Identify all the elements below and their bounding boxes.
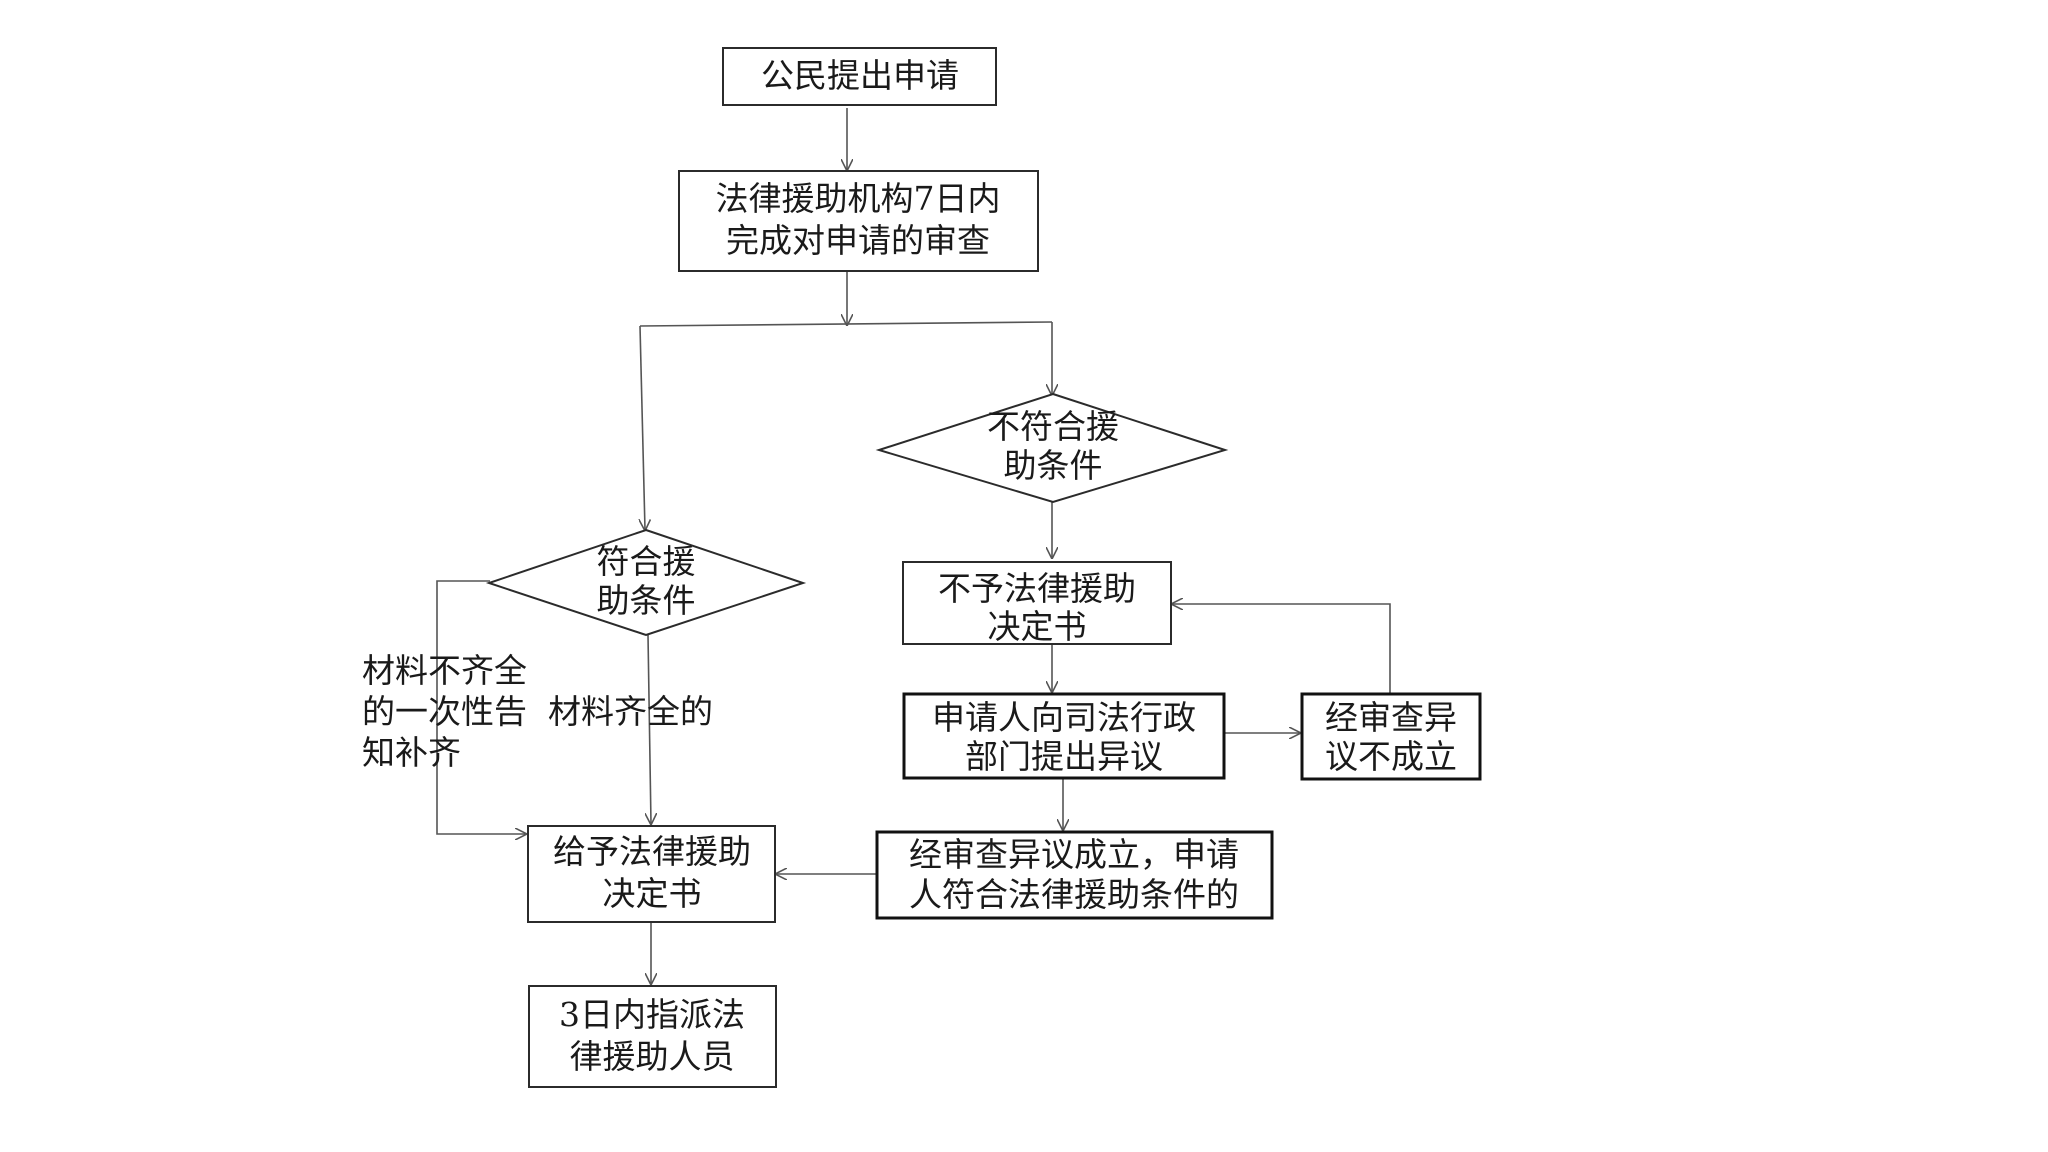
edge-eligible-complete-to-grant (648, 634, 651, 824)
node-assign: 3日内指派法 律援助人员 (528, 985, 777, 1088)
svg-text:助条件: 助条件 (597, 581, 696, 620)
svg-text:3日内指派法: 3日内指派法 (559, 995, 745, 1034)
svg-text:经审查异: 经审查异 (1325, 698, 1457, 737)
svg-text:材料不齐全: 材料不齐全 (362, 651, 527, 690)
svg-text:决定书: 决定书 (603, 874, 702, 913)
node-deny-decision: 不予法律援助 决定书 (902, 561, 1172, 646)
svg-text:助条件: 助条件 (1004, 446, 1103, 485)
svg-text:部门提出异议: 部门提出异议 (965, 737, 1163, 776)
edge-split-to-eligible (640, 325, 645, 530)
node-grant-decision: 给予法律援助 决定书 (527, 825, 776, 923)
svg-text:给予法律援助: 给予法律援助 (553, 832, 751, 871)
svg-text:人符合法律援助条件的: 人符合法律援助条件的 (909, 875, 1239, 914)
svg-text:经审查异议成立，申请: 经审查异议成立，申请 (909, 835, 1239, 874)
label-complete-materials: 材料齐全的 (548, 692, 713, 731)
svg-text:的一次性告: 的一次性告 (362, 692, 527, 731)
svg-text:议不成立: 议不成立 (1325, 737, 1457, 776)
node-objection-upheld: 经审查异议成立，申请 人符合法律援助条件的 (875, 830, 1274, 920)
edge-eligible-incomplete-to-grant (436, 580, 526, 834)
svg-text:决定书: 决定书 (988, 607, 1087, 646)
svg-text:不予法律援助: 不予法律援助 (938, 569, 1136, 608)
svg-text:完成对申请的审查: 完成对申请的审查 (726, 221, 990, 260)
node-eligible: 符合援 助条件 (485, 528, 807, 637)
svg-text:不符合援: 不符合援 (987, 407, 1119, 446)
svg-text:法律援助机构7日内: 法律援助机构7日内 (716, 179, 1001, 218)
node-objection: 申请人向司法行政 部门提出异议 (902, 692, 1226, 780)
edges (436, 108, 1391, 984)
node-objection-rejected: 经审查异 议不成立 (1300, 692, 1482, 781)
edge-rejected-back-to-deny (1172, 604, 1391, 693)
svg-text:申请人向司法行政: 申请人向司法行政 (932, 698, 1196, 737)
svg-text:材料齐全的: 材料齐全的 (548, 692, 713, 731)
edge-split-bar (639, 321, 1053, 327)
svg-text:公民提出申请: 公民提出申请 (761, 56, 959, 95)
svg-text:律援助人员: 律援助人员 (570, 1037, 735, 1076)
node-apply: 公民提出申请 (722, 47, 997, 106)
node-not-eligible: 不符合援 助条件 (875, 392, 1229, 504)
svg-text:符合援: 符合援 (597, 542, 696, 581)
label-incomplete-materials: 材料不齐全 的一次性告 知补齐 (362, 651, 527, 772)
node-review: 法律援助机构7日内 完成对申请的审查 (678, 170, 1039, 272)
svg-text:知补齐: 知补齐 (362, 733, 461, 772)
